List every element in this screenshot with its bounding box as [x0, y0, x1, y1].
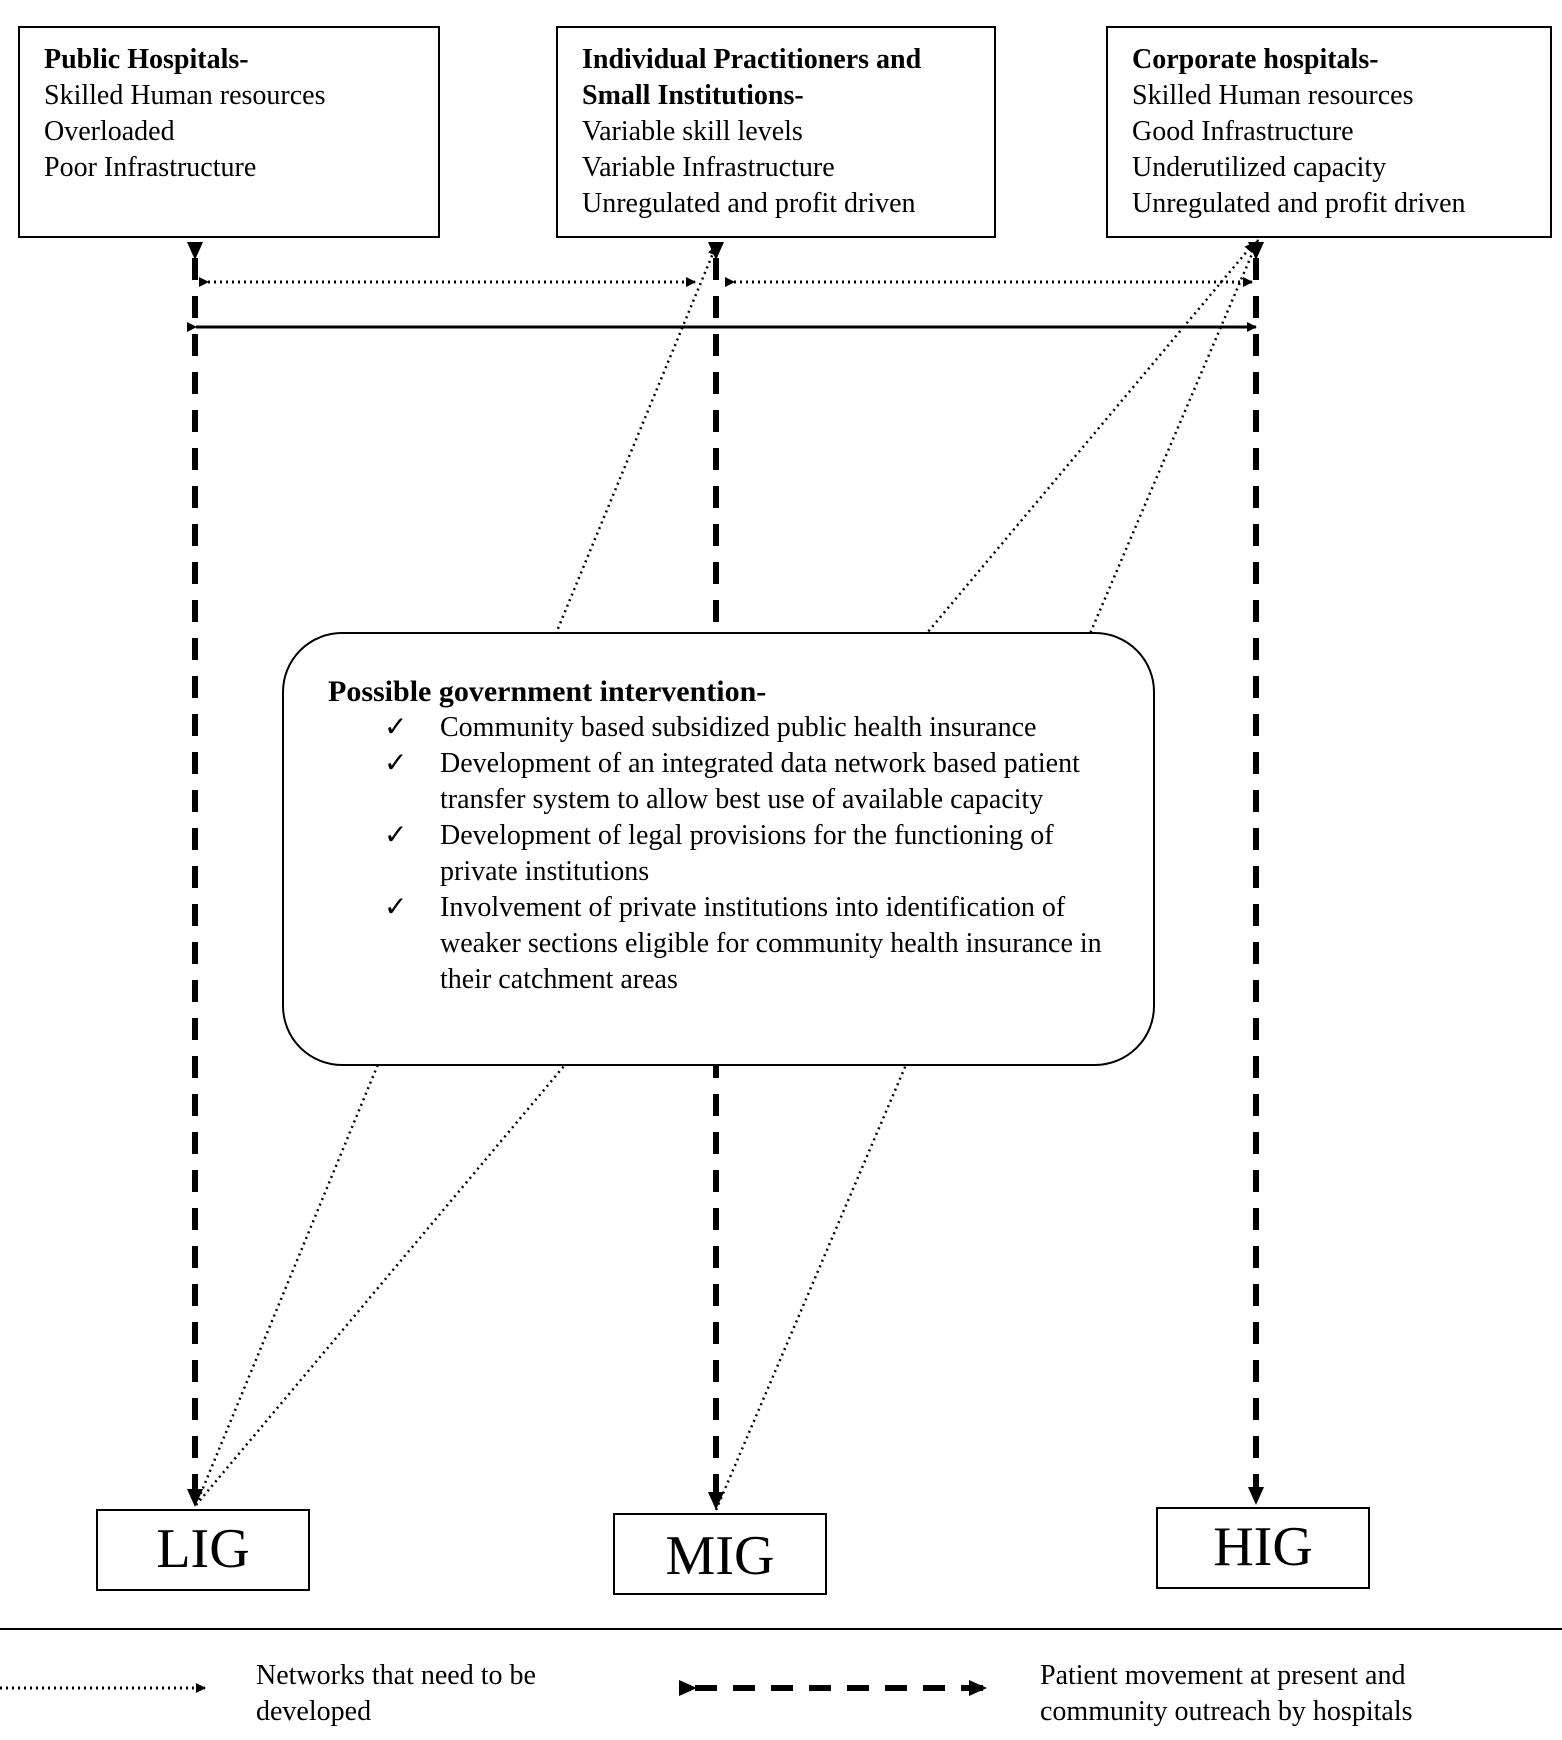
intervention-item: ✓ Development of legal provisions for th… [328, 818, 1133, 890]
government-intervention-box: Possible government intervention- ✓ Comm… [282, 632, 1155, 1066]
intervention-item: ✓ Involvement of private institutions in… [328, 890, 1133, 998]
intervention-title: Possible government intervention- [328, 675, 767, 708]
intervention-item-text: Development of legal provisions for the … [440, 820, 1054, 887]
corporate-hospitals-line: Unregulated and profit driven [1132, 188, 1466, 219]
public-hospitals-title: Public Hospitals- [44, 44, 249, 75]
corporate-hospitals-line: Skilled Human resources [1132, 80, 1414, 111]
intervention-item: ✓ Development of an integrated data netw… [328, 746, 1133, 818]
intervention-item-text: Involvement of private institutions into… [440, 892, 1102, 995]
legend-dotted-label: Networks that need to be developed [256, 1660, 536, 1727]
corporate-hospitals-title: Corporate hospitals- [1132, 44, 1379, 75]
public-hospitals-line: Overloaded [44, 116, 175, 147]
individual-practitioners-line: Unregulated and profit driven [582, 188, 916, 219]
dotted-connector-lig-individual [194, 245, 718, 1506]
intervention-item-text: Community based subsidized public health… [440, 712, 1037, 743]
legend-dashed-label: Patient movement at present and communit… [1040, 1660, 1413, 1727]
checkmark-icon: ✓ [384, 712, 408, 743]
intervention-item-text: Development of an integrated data networ… [440, 748, 1080, 815]
corporate-hospitals-line: Good Infrastructure [1132, 116, 1354, 147]
intervention-list: ✓ Community based subsidized public heal… [328, 710, 1133, 998]
individual-practitioners-line: Variable skill levels [582, 116, 803, 147]
individual-practitioners-title: Individual Practitioners and [582, 44, 922, 75]
checkmark-icon: ✓ [384, 748, 408, 779]
checkmark-icon: ✓ [384, 892, 408, 923]
hig-box: HIG [1156, 1507, 1370, 1589]
corporate-hospitals-line: Underutilized capacity [1132, 152, 1387, 183]
intervention-item: ✓ Community based subsidized public heal… [328, 710, 1133, 746]
checkmark-icon: ✓ [384, 820, 408, 851]
corporate-hospitals-box: Corporate hospitals- Skilled Human resou… [1106, 26, 1552, 238]
public-hospitals-box: Public Hospitals- Skilled Human resource… [18, 26, 440, 238]
lig-box: LIG [96, 1509, 310, 1591]
public-hospitals-line: Skilled Human resources [44, 80, 326, 111]
individual-practitioners-title: Small Institutions- [582, 80, 804, 111]
mig-box: MIG [613, 1513, 827, 1595]
legend-divider [0, 1628, 1562, 1630]
individual-practitioners-line: Variable Infrastructure [582, 152, 835, 183]
public-hospitals-line: Poor Infrastructure [44, 152, 257, 183]
individual-practitioners-box: Individual Practitioners and Small Insti… [556, 26, 996, 238]
